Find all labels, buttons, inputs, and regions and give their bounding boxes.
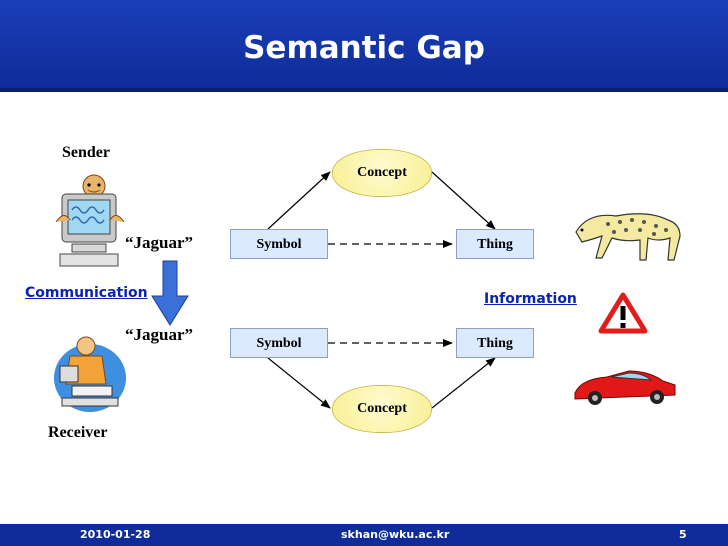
footer-date: 2010-01-28 bbox=[80, 528, 151, 541]
slide-title: Semantic Gap bbox=[243, 30, 485, 66]
top-concept-cloud: Concept bbox=[333, 150, 431, 196]
sports-car-icon bbox=[574, 370, 676, 405]
sender-computer-icon bbox=[55, 174, 125, 267]
top-concept-to-thing-line bbox=[431, 171, 496, 230]
jaguar-quote-bottom: “Jaguar” bbox=[125, 325, 193, 344]
bottom-thing-box: Thing bbox=[456, 328, 534, 358]
bottom-concept-cloud: Concept bbox=[333, 386, 431, 432]
footer-page-number: 5 bbox=[679, 528, 687, 541]
footer-bar: 2010-01-28 skhan@wku.ac.kr 5 bbox=[0, 524, 728, 546]
bottom-concept-to-thing-line bbox=[431, 357, 496, 409]
footer-email: skhan@wku.ac.kr bbox=[341, 528, 450, 541]
receiver-computer-icon bbox=[54, 336, 126, 412]
jaguar-animal-icon bbox=[575, 213, 681, 261]
title-bar bbox=[0, 0, 728, 92]
bottom-symbol-box: Symbol bbox=[230, 328, 328, 358]
jaguar-quote-top: “Jaguar” bbox=[125, 233, 193, 252]
warning-icon bbox=[598, 292, 648, 334]
communication-label: Communication bbox=[25, 285, 148, 301]
top-symbol-to-concept-line bbox=[267, 171, 331, 230]
bottom-symbol-to-concept-line bbox=[267, 357, 331, 409]
receiver-label: Receiver bbox=[48, 424, 108, 441]
top-thing-box: Thing bbox=[456, 229, 534, 259]
sender-label: Sender bbox=[62, 144, 110, 161]
top-symbol-box: Symbol bbox=[230, 229, 328, 259]
communication-arrow bbox=[151, 260, 189, 326]
information-label: Information bbox=[484, 291, 577, 307]
